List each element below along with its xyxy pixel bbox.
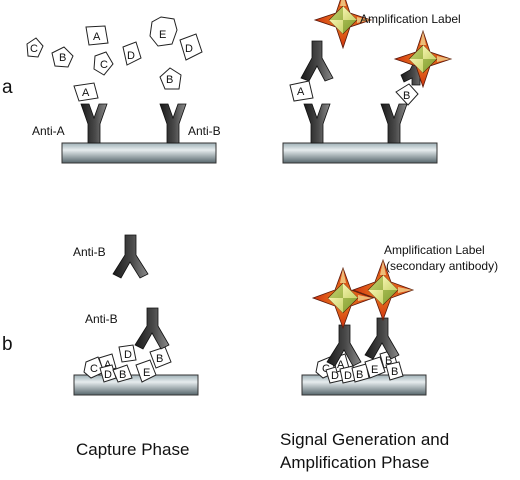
antigen-label: E [143,367,150,379]
capture-phase-caption: Capture Phase [76,440,189,459]
anti-b-label: Anti-B [188,124,221,138]
antigen-label: D [104,369,112,381]
antigen: A [289,80,314,102]
capture-antibody [380,103,408,144]
antigen: B [51,46,74,68]
capture-antibody [303,103,331,144]
amplification-label-b: Amplification Label [384,243,485,257]
antigen: B [395,83,419,106]
antigen-label: A [82,87,90,99]
surface-a-left [61,142,217,164]
antigen-label: B [391,366,398,378]
signal-generation-caption: Signal Generation and [280,430,449,449]
antigen-label: C [322,363,330,375]
antibody-anti-b-bound [134,307,170,350]
row-label-a: a [2,77,13,98]
amplification-phase-caption: Amplification Phase [280,453,429,472]
antigen-label: B [119,369,126,381]
row-label-b: b [2,334,13,355]
antigen-label: B [156,353,163,365]
antibody-bound [326,324,362,367]
amplification-star-icon [311,266,375,330]
detection-antibody [300,40,334,82]
antigen-label: D [127,50,135,62]
antigen: B [159,67,182,90]
antigen-label: A [297,86,305,98]
amplification-label: Amplification Label [360,12,461,26]
antigen-label: D [331,370,339,382]
antigen-pile: C A D D B E B [83,344,172,383]
surface-b-left [73,374,199,396]
antigen-label: A [337,359,345,371]
antigen-label: C [100,59,108,71]
antigen-label: E [371,364,378,376]
amplification-star-icon [351,258,415,322]
antigen: A [73,82,99,102]
antigen-label: B [385,355,392,367]
secondary-antibody-label: (secondary antibody) [386,259,498,273]
amplification-star-icon [313,0,373,50]
antigen: A [85,25,109,46]
antigen: E [149,16,178,47]
antibody-anti-a [80,103,108,144]
antigen: C [93,51,114,76]
antigen-label: A [93,31,101,43]
antibody-bound [364,317,400,360]
anti-a-label: Anti-A [32,124,65,138]
antigen-label: B [356,369,363,381]
surface-a-right [282,142,438,164]
antigen: D [122,41,142,66]
antigen: C [26,37,44,58]
antigen-label: D [185,43,193,55]
amplification-star-icon [393,29,453,89]
antigen-label: D [344,370,352,382]
antigen-label: B [403,90,410,102]
anti-b-mid-label: Anti-B [85,312,118,326]
antigen-label: C [90,363,98,375]
antigen-label: E [159,29,166,41]
antigen-label: B [59,52,66,64]
antigen-label: B [166,74,173,86]
antigen-label: C [30,43,38,55]
antigen-label: A [104,359,112,371]
antigen-pile: C D A D B E B B [315,349,404,384]
antibody-anti-b [159,103,187,144]
antibody-anti-b-free [112,234,149,279]
anti-b-top-label: Anti-B [73,245,106,259]
antigen: D [179,33,203,61]
antigen-label: D [124,349,132,361]
